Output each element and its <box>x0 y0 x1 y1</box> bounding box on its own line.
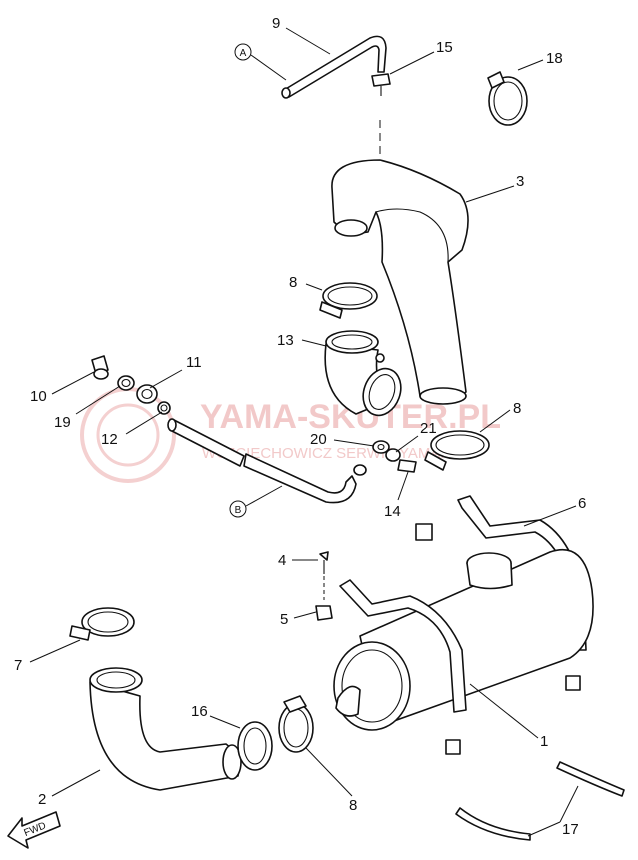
callout-6: 6 <box>578 495 586 512</box>
callout-8-lower: 8 <box>349 797 357 814</box>
exhaust-pipe-part-3[interactable] <box>331 159 469 405</box>
callout-21: 21 <box>420 420 437 437</box>
nipple-fitting-part-10[interactable] <box>91 355 109 380</box>
ref-marker-a-label: A <box>240 48 247 59</box>
exhaust-pipe-part-2[interactable] <box>89 667 242 791</box>
callout-11: 11 <box>186 354 202 371</box>
hose-clip-part-15[interactable] <box>371 73 391 96</box>
ref-marker-b: B <box>229 485 283 518</box>
damper-grommet[interactable] <box>415 523 581 755</box>
washer-part-20[interactable] <box>372 440 390 454</box>
band-clamp-part-8-upper[interactable] <box>319 282 378 319</box>
elbow-joint-part-13[interactable] <box>324 330 407 421</box>
forward-arrow: FWD <box>7 811 61 849</box>
callout-3: 3 <box>516 173 524 190</box>
callout-5: 5 <box>280 611 288 628</box>
callout-15: 15 <box>436 39 453 56</box>
gasket-part-16[interactable] <box>237 721 273 771</box>
hose-clamp-part-18[interactable] <box>487 71 528 126</box>
leader-lines <box>29 27 579 837</box>
band-clamp-part-7[interactable] <box>69 607 135 641</box>
callout-7: 7 <box>14 657 22 674</box>
callout-19: 19 <box>54 414 71 431</box>
washer-part-19[interactable] <box>117 375 135 391</box>
muffler-part-1[interactable] <box>333 548 594 731</box>
screw-part-4[interactable] <box>319 551 329 574</box>
nut-part-5[interactable] <box>315 605 333 621</box>
callout-8-upper: 8 <box>289 274 297 291</box>
callout-18: 18 <box>546 50 563 67</box>
ref-marker-a: A <box>234 43 287 81</box>
callout-numbers: 9 15 18 3 8 13 11 10 19 12 8 21 20 14 6 … <box>14 15 586 838</box>
drain-hose[interactable] <box>167 418 357 504</box>
callout-17: 17 <box>562 821 579 838</box>
callout-2: 2 <box>38 791 46 808</box>
washer-part-12[interactable] <box>157 401 171 415</box>
callout-8-middle: 8 <box>513 400 521 417</box>
callout-16: 16 <box>191 703 208 720</box>
breather-hose-part-9[interactable] <box>281 35 387 99</box>
band-clamp-part-8-middle[interactable] <box>424 430 490 471</box>
small-clip[interactable] <box>353 464 367 476</box>
bolt-part-14[interactable] <box>397 459 417 473</box>
callout-13: 13 <box>277 332 294 349</box>
callout-1: 1 <box>540 733 548 750</box>
band-clamp-part-8-lower[interactable] <box>278 695 314 753</box>
callout-12: 12 <box>101 431 118 448</box>
callout-14: 14 <box>384 503 401 520</box>
callout-9: 9 <box>272 15 280 32</box>
callout-20: 20 <box>310 431 327 448</box>
ref-marker-b-label: B <box>235 505 242 516</box>
muffler-strap-lower[interactable] <box>339 579 467 713</box>
protector-part-17[interactable] <box>455 761 625 841</box>
washer-part-11[interactable] <box>136 384 158 404</box>
callout-4: 4 <box>278 552 286 569</box>
callout-10: 10 <box>30 388 47 405</box>
